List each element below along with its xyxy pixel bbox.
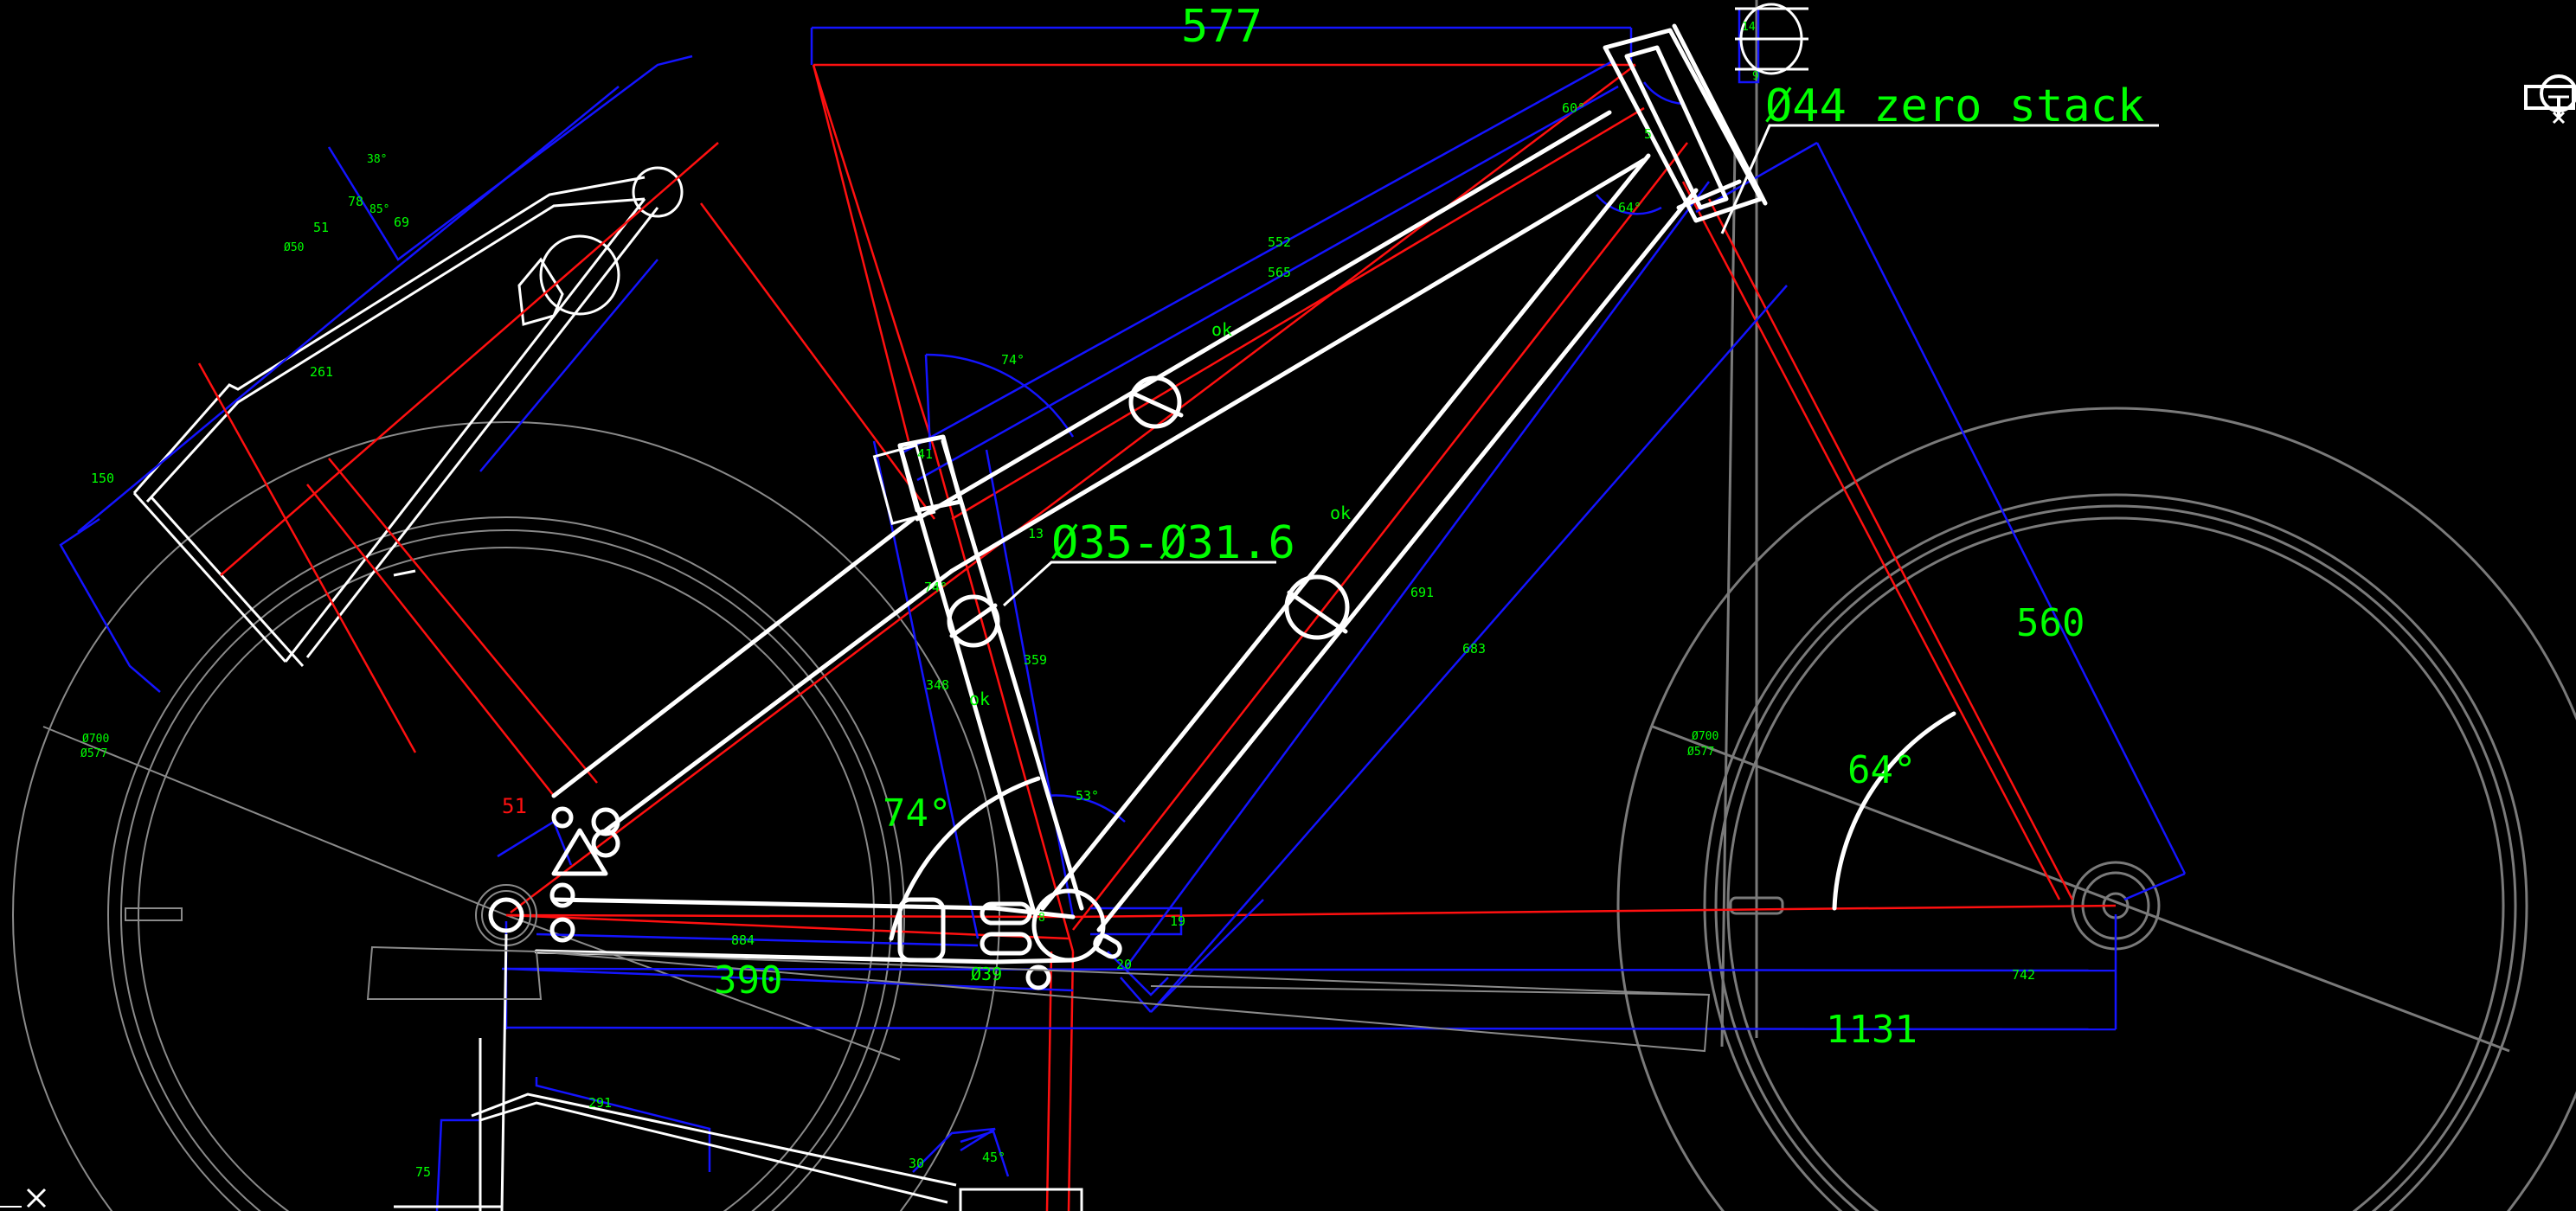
rear-wheel <box>12 421 1000 1211</box>
label-41: 41 <box>917 446 933 462</box>
label-rack-angle-38: 38° <box>367 153 387 166</box>
viewcube-icon[interactable] <box>2524 61 2576 130</box>
label-rear-wheel-577: Ø577 <box>80 747 107 760</box>
label-742: 742 <box>2012 967 2035 983</box>
bike-frame <box>366 3 2159 1211</box>
label-top-tube-552: 552 <box>1268 234 1291 250</box>
label-rack-261: 261 <box>310 364 333 380</box>
label-seat-angle-small: 74° <box>924 580 948 595</box>
label-head-5: 5 <box>1644 126 1652 142</box>
label-8: 8 <box>1038 912 1045 925</box>
label-head-angle: 64° <box>1847 748 1916 792</box>
label-ok-top-tube: ok <box>1211 319 1232 340</box>
label-head-angle-small: 64° <box>1618 200 1641 215</box>
label-kickstand-45: 45° <box>982 1150 1005 1165</box>
label-ok-down-tube: ok <box>1330 503 1351 523</box>
label-reach-577: 577 <box>1181 1 1262 53</box>
label-seat-tube-348: 348 <box>926 677 949 693</box>
label-rack-angle-85: 85° <box>369 203 389 216</box>
label-fork-560: 560 <box>2016 601 2085 645</box>
label-seat-angle: 74° <box>883 791 951 836</box>
dimension-labels: 577 Ø44 zero stack Ø35-Ø31.6 560 64° 74°… <box>80 1 2144 1180</box>
label-rack-69: 69 <box>394 215 409 230</box>
label-headset-9: 9 <box>1752 70 1759 83</box>
label-down-tube-683: 683 <box>1462 641 1486 657</box>
label-seat-tube-359: 359 <box>1024 652 1047 668</box>
label-seat-angle-small-top: 74° <box>1001 352 1025 368</box>
label-rear-wheel-700: Ø700 <box>82 733 109 746</box>
label-front-wheel-577: Ø577 <box>1687 746 1714 759</box>
label-kickstand-291: 291 <box>588 1095 612 1111</box>
label-chainstay-390: 390 <box>714 958 782 1003</box>
centerlines <box>197 63 2117 1211</box>
label-kickstand-75: 75 <box>415 1164 431 1180</box>
label-13: 13 <box>1028 526 1044 541</box>
label-wheelbase-1131: 1131 <box>1826 1008 1918 1052</box>
label-head-angle-top: 60° <box>1562 100 1585 116</box>
label-rack-51: 51 <box>313 220 329 235</box>
label-ok-seat-tube: ok <box>969 689 990 709</box>
label-front-wheel-700: Ø700 <box>1692 730 1718 743</box>
label-kickstand-30: 30 <box>909 1156 924 1171</box>
label-rack-150: 150 <box>91 471 114 486</box>
label-bb-dia: Ø39 <box>971 964 1002 984</box>
label-stay-884: 884 <box>731 932 755 948</box>
label-19: 19 <box>1170 913 1185 929</box>
label-top-tube-565: 565 <box>1268 265 1291 280</box>
label-down-tube-691: 691 <box>1410 585 1434 600</box>
ucs-icon <box>0 1188 47 1208</box>
label-headset-14: 14 <box>1742 21 1756 34</box>
rear-rack <box>59 54 693 693</box>
label-rack-78: 78 <box>348 194 363 209</box>
label-20: 20 <box>1116 957 1132 972</box>
label-seatpost: Ø35-Ø31.6 <box>1051 517 1295 569</box>
label-headset: Ø44 zero stack <box>1765 80 2144 132</box>
label-dropout-51: 51 <box>502 794 527 818</box>
label-rack-dia-50: Ø50 <box>284 241 304 254</box>
label-53: 53° <box>1076 788 1099 804</box>
